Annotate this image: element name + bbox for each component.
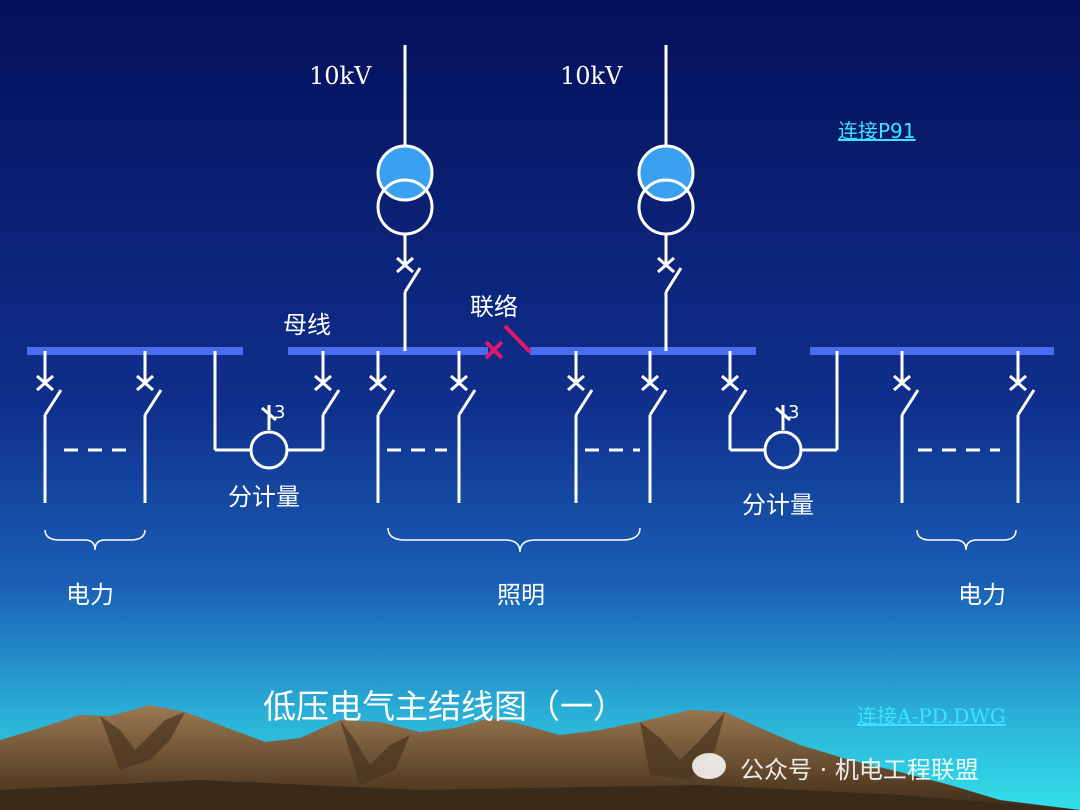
link-p91[interactable]: 连接P91: [838, 119, 916, 143]
wechat-icon: [692, 753, 726, 779]
ct-label-right: 3: [788, 402, 800, 423]
group-label-lighting: 照明: [497, 581, 545, 609]
brace-power-left: [44, 529, 146, 551]
feeder-branch: [314, 351, 341, 416]
busbar-3: [530, 347, 756, 355]
submeter-label-right: 分计量: [742, 491, 814, 519]
watermark: 公众号 · 机电工程联盟: [740, 756, 979, 784]
group-label-power-right: 电力: [958, 581, 1006, 609]
group-braces: [44, 527, 1017, 553]
feeder-branch: [36, 351, 63, 503]
slide-title: 低压电气主结线图（一）: [263, 687, 626, 726]
mountains: [0, 705, 1080, 810]
feeder-branch: [893, 351, 920, 503]
feeder-branch: [136, 351, 163, 503]
submeter-loop-left: [213, 351, 325, 470]
transformer-2-primary: [637, 144, 695, 202]
submeter-label-left: 分计量: [228, 483, 300, 511]
feeder-branch: [567, 351, 594, 503]
busbar-1: [27, 347, 243, 355]
group-label-power-left: 电力: [66, 581, 114, 609]
voltage-label-2: 10kV: [560, 62, 623, 90]
feeder-branch: [369, 351, 396, 503]
link-a-pd-dwg[interactable]: 连接A-PD.DWG: [857, 704, 1006, 728]
submeter-loop-right: [728, 351, 839, 470]
voltage-label-1: 10kV: [309, 62, 372, 90]
incoming-feeder-2: [637, 45, 695, 351]
meter-right: [763, 430, 803, 470]
feeder-branch: [1009, 351, 1036, 503]
feeder-branch: [721, 351, 748, 416]
outgoing-feeders: [36, 351, 1036, 503]
feeder-branch: [641, 351, 668, 503]
meter-left: [249, 430, 289, 470]
busbars: [27, 347, 1054, 355]
transformer-1-primary: [376, 144, 434, 202]
brace-power-right: [916, 529, 1017, 551]
tie-breaker: [484, 324, 532, 360]
busbar-2: [288, 347, 488, 355]
busbar-label: 母线: [283, 311, 331, 339]
ct-label-left: 3: [274, 402, 286, 423]
tie-label: 联络: [470, 293, 518, 321]
feeder-branch: [450, 351, 477, 503]
busbar-4: [810, 347, 1054, 355]
incoming-feeder-1: [376, 45, 434, 351]
brace-lighting: [387, 527, 641, 553]
